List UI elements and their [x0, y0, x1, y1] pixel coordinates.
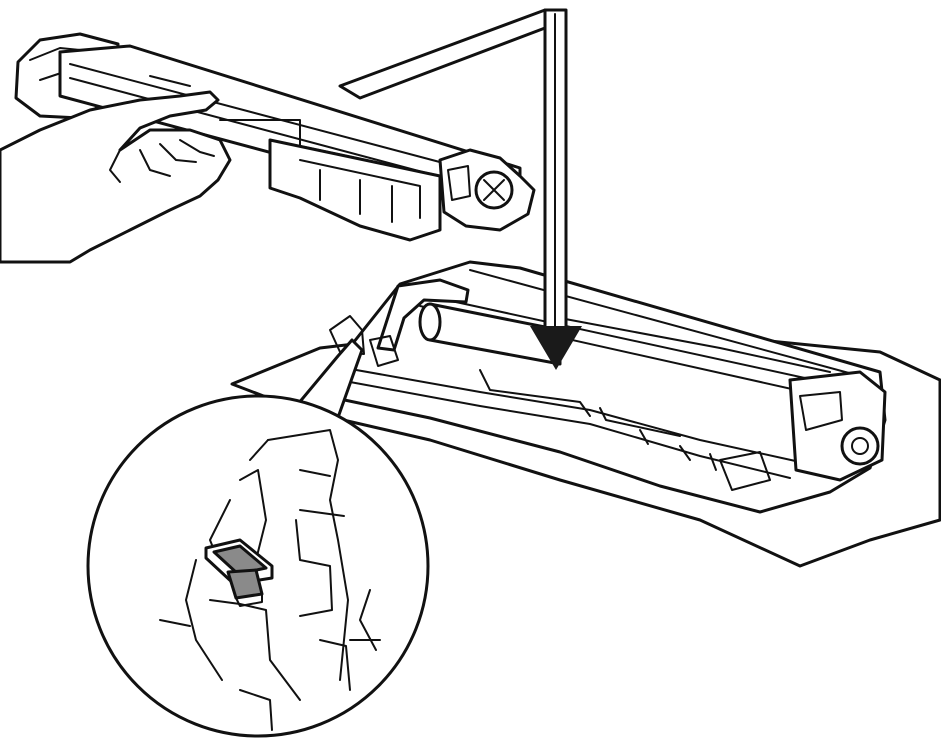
toner-cartridge — [14, 32, 536, 242]
drum-unit — [328, 260, 887, 514]
hand — [0, 90, 232, 264]
lock-lever-detail — [204, 538, 274, 607]
callout-circle — [86, 394, 430, 738]
insertion-arrow — [338, 8, 582, 370]
